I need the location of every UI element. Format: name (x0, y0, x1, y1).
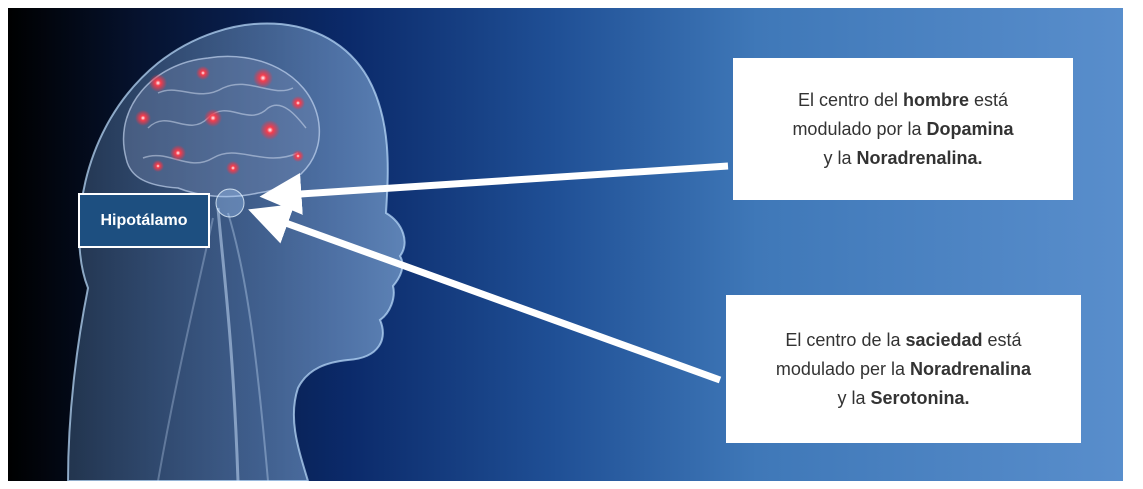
arrows-layer (248, 162, 729, 384)
neuron-glows (135, 66, 305, 175)
head-silhouette-illustration (66, 22, 406, 481)
box-top-line3-bold: Noradrenalina. (856, 147, 983, 168)
box-top-line1-pre: El centro del (797, 89, 903, 110)
arrow-to-hypothalamus-top (259, 162, 729, 215)
male-center-callout: El centro del hombre está modulado por l… (733, 58, 1073, 200)
hypothalamus-label: Hipotálamo (78, 193, 210, 248)
box-bottom-line1-bold: saciedad (905, 329, 983, 350)
slide-background: Hipotálamo El centro del hombre está mod… (8, 8, 1143, 481)
box-bottom-line3-bold: Serotonina. (870, 387, 970, 408)
satiety-center-callout: El centro de la saciedad está modulado p… (726, 295, 1081, 443)
brain-shape (122, 55, 321, 198)
right-margin (1123, 0, 1143, 489)
box-bottom-line1-pre: El centro de la (785, 329, 906, 350)
hypothalamus-label-text: Hipotálamo (100, 211, 188, 229)
box-bottom-line2-bold: Noradrenalina (910, 358, 1032, 379)
male-center-text: El centro del hombre está modulado por l… (792, 86, 1013, 173)
box-bottom-line1-post: está (982, 329, 1022, 350)
box-bottom-line3-pre: y la (837, 387, 871, 408)
satiety-center-text: El centro de la saciedad está modulado p… (776, 326, 1031, 413)
box-top-line3-pre: y la (823, 147, 857, 168)
box-bottom-line2-pre: modulado per la (775, 358, 911, 379)
box-top-line2-bold: Dopamina (926, 118, 1014, 139)
hypothalamus-region (215, 188, 245, 218)
arrow-to-hypothalamus-bottom (248, 203, 722, 384)
box-top-line1-post: está (969, 89, 1009, 110)
box-top-line1-bold: hombre (903, 89, 970, 110)
box-top-line2-pre: modulado por la (792, 118, 927, 139)
